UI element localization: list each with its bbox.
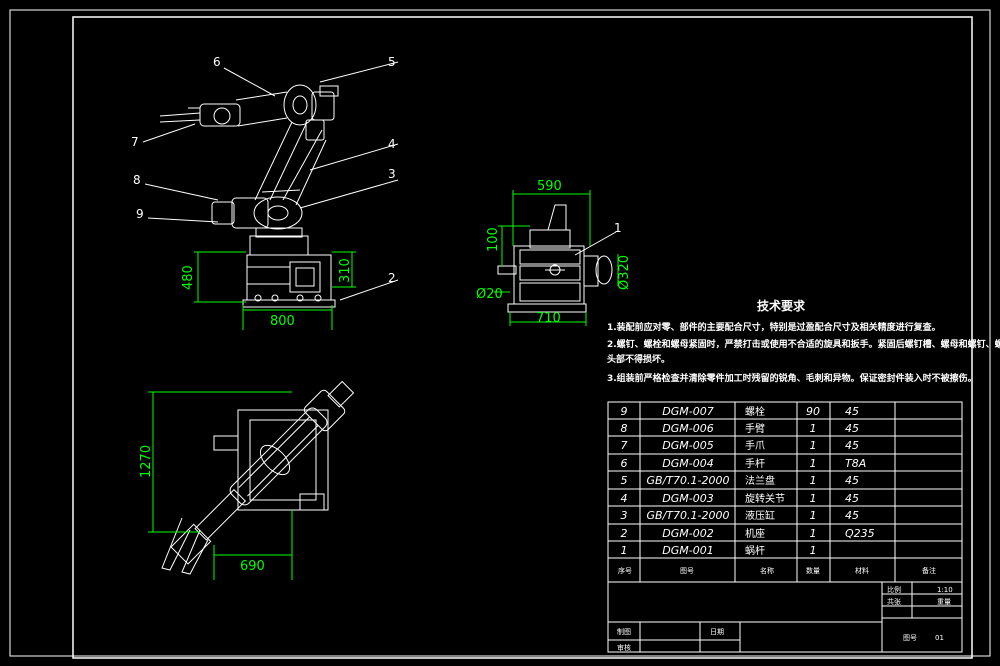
callout-7: 7 (131, 135, 139, 149)
tech-line-3: 3.组装前严格检查并清除零件加工时残留的锐角、毛刺和异物。保证密封件装入时不被擦… (607, 372, 977, 384)
tb-scale-value: 1:10 (937, 586, 953, 594)
callout-5: 5 (388, 55, 396, 69)
callout-8: 8 (133, 173, 141, 187)
dim-320: Ø320 (617, 255, 632, 290)
tb-sheet-value: 01 (935, 634, 944, 642)
bom-cell-mat: 45 (845, 509, 859, 522)
tech-line-2b: 头部不得损坏。 (607, 353, 670, 365)
bom-cell-code: DGM-006 (662, 422, 713, 435)
bom-header-code: 图号 (680, 567, 694, 575)
bom-cell-code: DGM-004 (662, 457, 713, 470)
dim-310: 310 (338, 258, 353, 283)
bom-cell-mat: Q235 (845, 527, 875, 540)
front-dims (194, 251, 356, 330)
callout-6: 6 (213, 55, 221, 69)
bom-cell-name: 蜗杆 (745, 545, 765, 557)
tb-count-label: 共张 (887, 597, 901, 606)
bom-cell-qty: 1 (810, 509, 817, 522)
callout-9: 9 (136, 207, 144, 221)
bom-cell-mat: 45 (845, 405, 859, 418)
bom-cell-name: 旋转关节 (745, 492, 785, 505)
bom-cell-qty: 1 (810, 492, 817, 505)
bom-cell-qty: 1 (810, 457, 817, 470)
bom-header-name: 名称 (760, 566, 774, 575)
tb-date-label: 日期 (710, 628, 724, 636)
bom-cell-qty: 90 (806, 405, 820, 418)
side-dims (494, 190, 619, 326)
bom-cell-name: 液压缸 (745, 509, 775, 522)
tb-check-label: 审核 (617, 643, 631, 652)
bom-cell-no: 7 (621, 439, 628, 452)
tech-heading: 技术要求 (757, 298, 806, 313)
tb-weight-label: 重量 (937, 598, 951, 606)
tb-design-label: 制图 (617, 627, 631, 636)
dim-100: 100 (486, 227, 501, 252)
bom-cell-no: 3 (621, 509, 628, 522)
dim-800: 800 (270, 314, 295, 329)
bom-header-qty: 数量 (806, 566, 820, 575)
dim-690: 690 (240, 559, 265, 574)
inner-border (72, 16, 973, 659)
bom-cell-code: DGM-005 (662, 439, 713, 452)
bom-header-note: 备注 (922, 566, 936, 575)
bom-cell-mat: 45 (845, 439, 859, 452)
bom-header-no: 序号 (618, 566, 632, 575)
bom-cell-qty: 1 (810, 439, 817, 452)
side-view (497, 204, 613, 313)
dim-20: Ø20 (476, 287, 503, 302)
bom-cell-qty: 1 (810, 544, 817, 557)
bom-cell-code: DGM-002 (662, 527, 713, 540)
dim-1270: 1270 (139, 445, 154, 478)
dim-590: 590 (537, 179, 562, 194)
callout-2: 2 (388, 271, 396, 285)
bom-cell-mat: T8A (845, 457, 866, 470)
front-view (159, 84, 339, 308)
bom-cell-mat: 45 (845, 422, 859, 435)
bom-cell-no: 9 (621, 405, 628, 418)
tb-sheet-label: 图号 (903, 634, 917, 642)
bom-cell-no: 5 (621, 474, 628, 487)
bom-cell-qty: 1 (810, 474, 817, 487)
bom-cell-code: DGM-001 (662, 544, 713, 557)
bom-cell-mat: 45 (845, 474, 859, 487)
dim-480: 480 (181, 265, 196, 290)
bom-cell-no: 6 (621, 457, 628, 470)
callout-1: 1 (614, 221, 622, 235)
bom-grid (607, 401, 963, 653)
tb-scale-label: 比例 (887, 585, 901, 594)
title-block: 比例 1:10 共张 重量 制图 日期 审核 图号 01 (617, 585, 953, 652)
bom-cell-no: 1 (621, 544, 628, 557)
dim-710: 710 (536, 311, 561, 326)
top-dims (148, 391, 293, 580)
bom-cell-no: 2 (621, 527, 628, 540)
bom-header-mat: 材料 (855, 566, 869, 575)
bom-cell-name: 机座 (745, 527, 765, 540)
bom-cell-qty: 1 (810, 422, 817, 435)
bom-cell-code: GB/T70.1-2000 (647, 474, 730, 487)
bom-cell-name: 手杆 (745, 457, 765, 470)
tech-line-1: 1.装配前应对零、部件的主要配合尺寸，特别是过盈配合尺寸及相关精度进行复查。 (607, 321, 941, 333)
tech-line-2a: 2.螺钉、螺栓和螺母紧固时，严禁打击或使用不合适的旋具和扳手。紧固后螺钉槽、螺母… (607, 338, 1000, 350)
bom-cell-name: 手臂 (745, 422, 765, 435)
bom-cell-no: 8 (621, 422, 628, 435)
bom-cell-name: 法兰盘 (745, 474, 775, 487)
bom-cell-name: 螺栓 (745, 405, 765, 418)
leader-lines (142, 61, 617, 301)
bom-cell-code: DGM-003 (662, 492, 713, 505)
callout-4: 4 (388, 137, 396, 151)
bom-header: 序号 图号 名称 数量 材料 备注 (618, 566, 936, 575)
bom-cell-code: GB/T70.1-2000 (647, 509, 730, 522)
bom-cell-code: DGM-007 (662, 405, 713, 418)
bom-cell-name: 手爪 (745, 439, 765, 452)
top-view (161, 380, 355, 575)
bom-cell-no: 4 (621, 492, 628, 505)
callout-3: 3 (388, 167, 396, 181)
bom-cell-qty: 1 (810, 527, 817, 540)
outer-border (9, 9, 991, 657)
bom-cell-mat: 45 (845, 492, 859, 505)
